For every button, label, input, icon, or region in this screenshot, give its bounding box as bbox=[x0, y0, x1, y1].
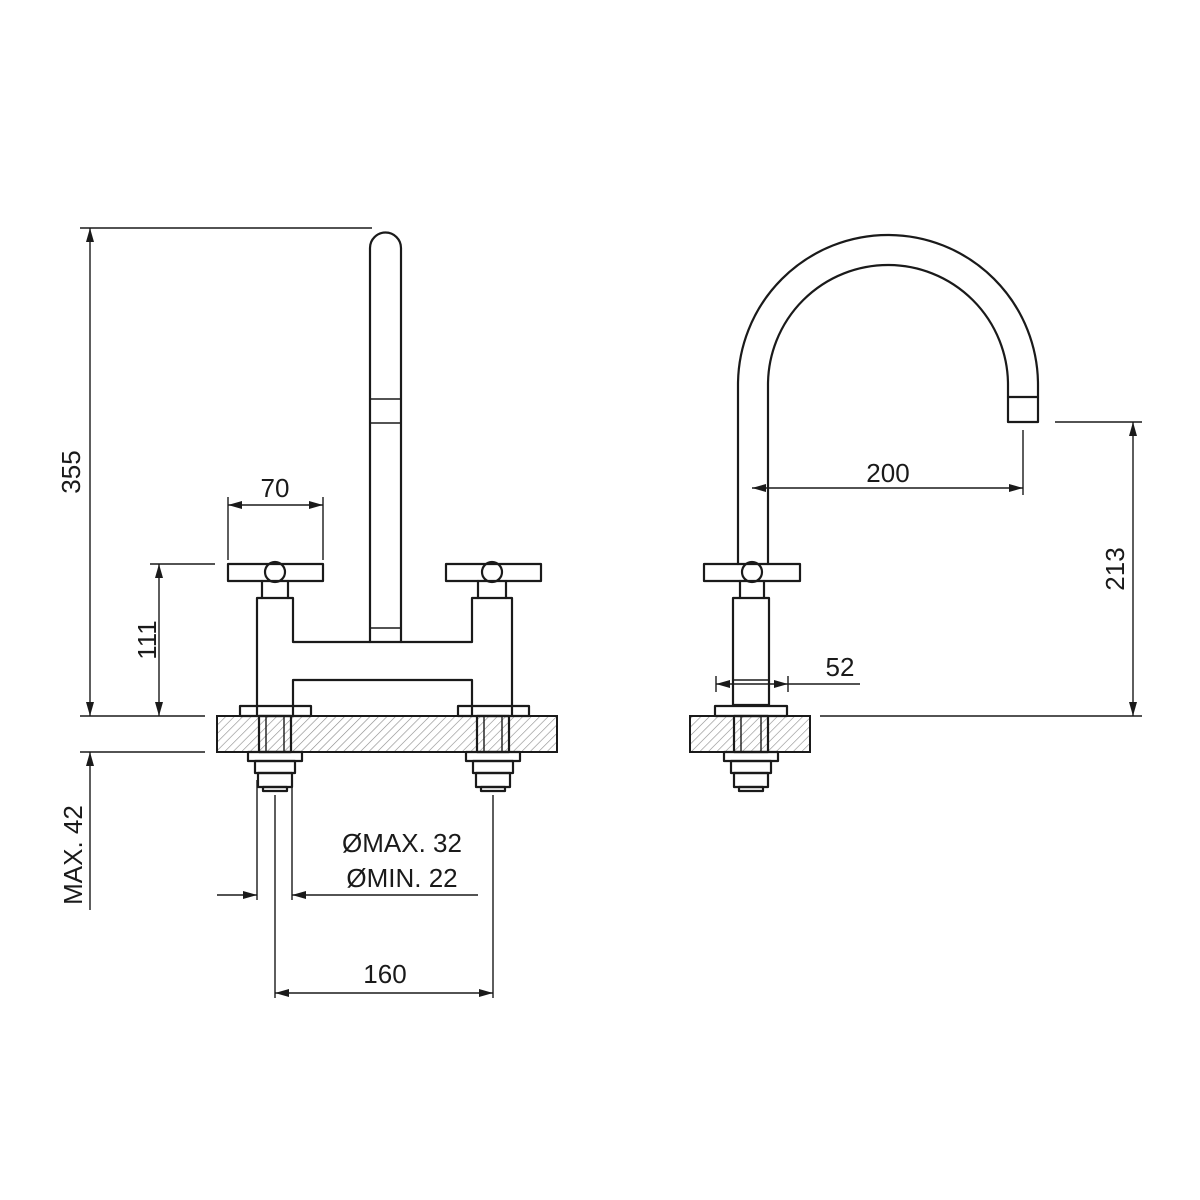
dimension-hole-diameter-min: ØMIN. 22 bbox=[346, 863, 457, 893]
countertop-side bbox=[689, 715, 811, 753]
dimension-handle-width: 70 bbox=[261, 473, 290, 503]
side-cross-handle bbox=[702, 560, 802, 600]
dimension-spout-reach: 200 bbox=[866, 458, 909, 488]
bridge-lower-bar bbox=[291, 678, 474, 718]
front-dimensions: 355 70 111 MAX. 42 ØMAX. 32 ØMIN. 22 bbox=[56, 227, 494, 998]
dimension-handle-height: 111 bbox=[132, 620, 162, 660]
tall-spout bbox=[368, 231, 403, 644]
side-body-column bbox=[731, 596, 771, 707]
side-fixing-assembly bbox=[713, 704, 789, 793]
dimension-hole-diameter-max: ØMAX. 32 bbox=[342, 828, 462, 858]
dimension-hole-spacing: 160 bbox=[363, 959, 406, 989]
left-cross-handle bbox=[226, 560, 325, 600]
countertop-front bbox=[216, 715, 558, 753]
dimension-spout-outlet-height: 213 bbox=[1100, 547, 1130, 590]
right-fixing-assembly bbox=[456, 704, 531, 793]
dimension-total-height: 355 bbox=[56, 450, 86, 493]
bridge-body bbox=[255, 596, 514, 718]
dimension-max-deck-thickness: MAX. 42 bbox=[58, 805, 88, 905]
right-cross-handle bbox=[444, 560, 543, 600]
front-view bbox=[216, 231, 558, 793]
dimension-base-diameter: 52 bbox=[826, 652, 855, 682]
side-dimensions: 200 213 52 bbox=[715, 421, 1142, 717]
side-view bbox=[689, 233, 1040, 793]
gooseneck-spout bbox=[736, 233, 1040, 566]
